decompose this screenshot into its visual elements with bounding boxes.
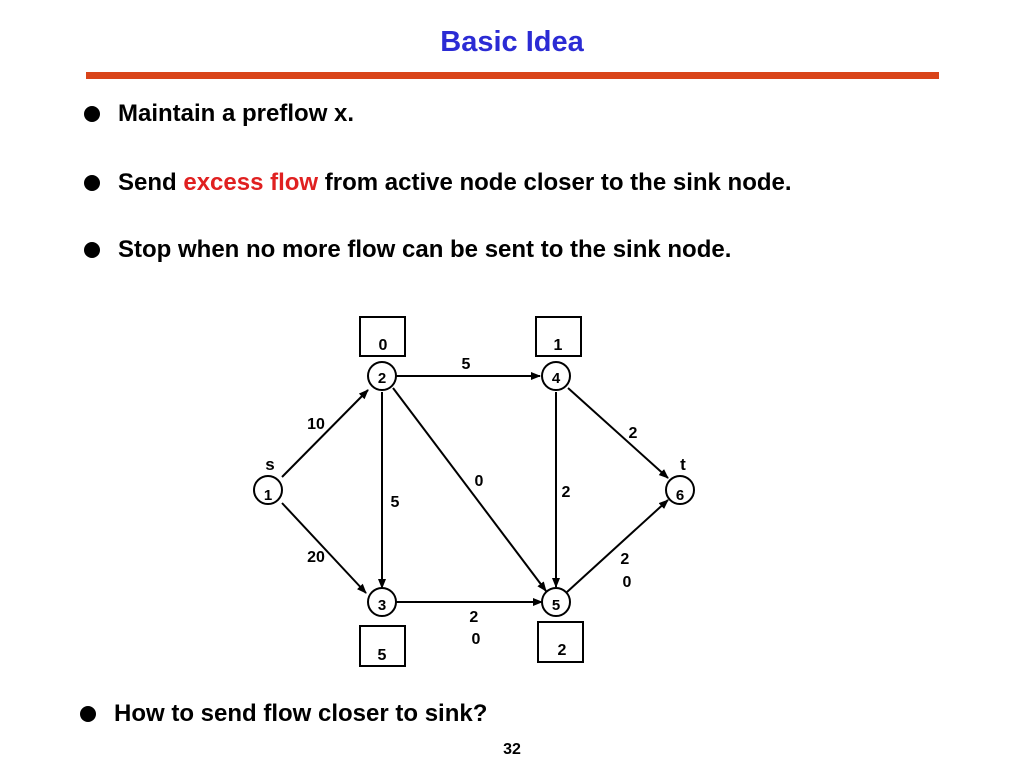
node-6-label: 6	[676, 487, 684, 504]
distance-label-node-5: 2	[558, 642, 567, 659]
node-2-label: 2	[378, 370, 386, 387]
bullet-3: Stop when no more flow can be sent to th…	[84, 236, 731, 264]
arc-4-6	[567, 387, 669, 479]
node-1-label: 1	[264, 487, 272, 504]
distance-label-node-4: 1	[554, 337, 563, 354]
arc-1-3	[281, 502, 367, 594]
arc-2-5	[392, 387, 547, 592]
node-6: 6	[665, 475, 695, 505]
bullet-2-text-post: from active node closer to the sink node…	[318, 169, 792, 196]
arc-label-3-5: 2 0	[469, 609, 482, 648]
arc-label-2-4: 5	[462, 356, 471, 373]
node-5-label: 5	[552, 597, 560, 614]
node-5: 5	[541, 587, 571, 617]
node-4-label: 4	[552, 370, 561, 387]
slide-title: Basic Idea	[440, 26, 584, 58]
arc-label-4-6: 2	[629, 425, 638, 442]
arc-label-2-5: 0	[475, 473, 484, 490]
sink-label: t	[680, 455, 686, 474]
distance-box-node-3	[359, 625, 406, 667]
distance-label-node-2: 0	[379, 337, 388, 354]
bullet-dot-icon	[84, 242, 100, 258]
distance-box-node-5	[537, 621, 584, 663]
arc-label-4-5: 2	[562, 484, 571, 501]
page-number: 32	[503, 741, 521, 758]
node-4: 4	[541, 361, 571, 391]
arc-label-5-6: 2 0	[620, 551, 633, 591]
arc-label-3-5-line-1: 2	[469, 609, 478, 626]
bullet-4-text: How to send flow closer to sink?	[114, 700, 488, 727]
title-divider	[86, 72, 939, 79]
arc-label-3-5-line-2: 0	[472, 631, 481, 648]
node-1: 1	[253, 475, 283, 505]
arc-5-6	[566, 499, 669, 593]
bullet-2-highlight: excess flow	[183, 169, 319, 196]
bullet-dot-icon	[84, 106, 100, 122]
bullet-3-text: Stop when no more flow can be sent to th…	[118, 236, 732, 263]
bullet-1: Maintain a preflow x.	[84, 100, 354, 128]
node-2: 2	[367, 361, 397, 391]
distance-box-node-4	[535, 316, 582, 357]
arc-label-5-6-line-2: 0	[623, 574, 632, 591]
node-3: 3	[367, 587, 397, 617]
bullet-dot-icon	[80, 706, 96, 722]
bullet-dot-icon	[84, 175, 100, 191]
arc-label-2-3: 5	[391, 494, 400, 511]
distance-box-node-2	[359, 316, 406, 357]
arc-label-5-6-line-1: 2	[620, 551, 629, 568]
bullet-2: Send excess flow from active node closer…	[84, 169, 792, 197]
distance-label-node-3: 5	[378, 647, 387, 664]
arc-label-1-3: 20	[307, 549, 325, 566]
source-label: s	[265, 455, 274, 474]
node-3-label: 3	[378, 597, 386, 614]
bullet-4: How to send flow closer to sink?	[80, 700, 487, 728]
arc-label-1-2: 10	[307, 416, 325, 433]
bullet-1-text: Maintain a preflow x.	[118, 100, 355, 127]
bullet-2-text-pre: Send	[118, 169, 184, 196]
arc-1-2	[281, 389, 369, 478]
